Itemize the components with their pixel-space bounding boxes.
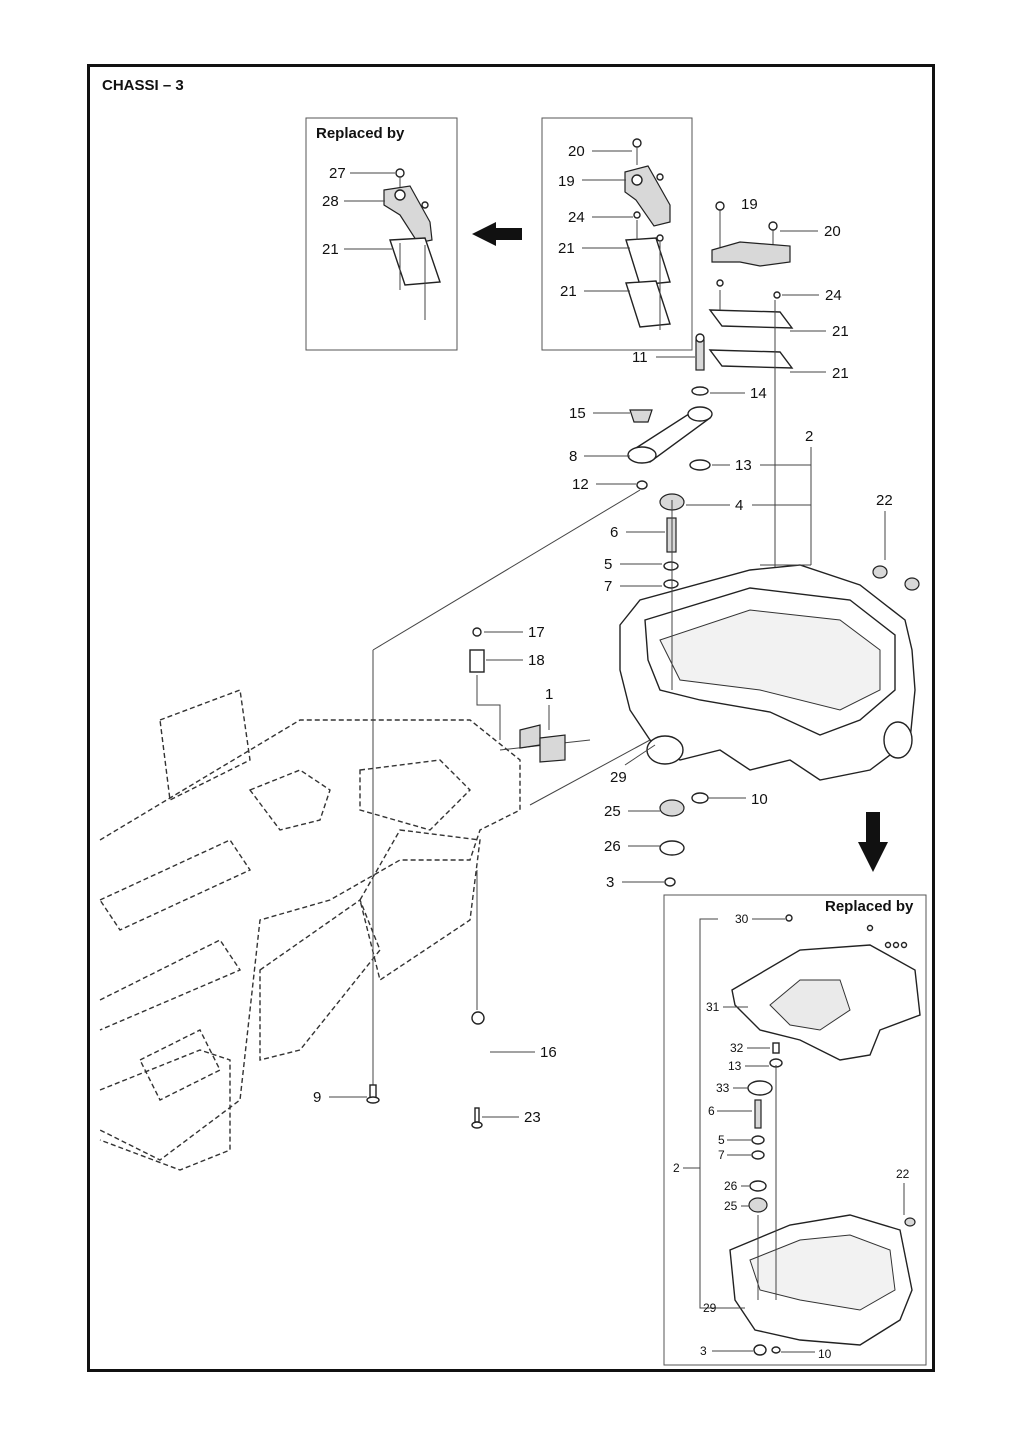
- svg-text:22: 22: [896, 1167, 910, 1181]
- svg-text:5: 5: [718, 1133, 725, 1147]
- diagram-title: CHASSI – 3: [102, 77, 184, 94]
- main-callouts-bottom: 16 9 23: [313, 1044, 557, 1126]
- inset-right-parts: [729, 914, 921, 1356]
- svg-text:3: 3: [606, 874, 614, 891]
- svg-text:10: 10: [818, 1347, 832, 1361]
- svg-text:13: 13: [735, 457, 752, 474]
- svg-text:7: 7: [604, 578, 612, 595]
- svg-text:26: 26: [724, 1179, 738, 1193]
- svg-text:29: 29: [703, 1301, 717, 1315]
- svg-text:8: 8: [569, 448, 577, 465]
- svg-text:7: 7: [718, 1148, 725, 1162]
- svg-text:24: 24: [568, 209, 585, 226]
- svg-text:15: 15: [569, 405, 586, 422]
- svg-text:26: 26: [604, 838, 621, 855]
- svg-text:25: 25: [724, 1199, 738, 1213]
- svg-text:4: 4: [735, 497, 743, 514]
- svg-text:14: 14: [750, 385, 767, 402]
- arrow-down-icon: [858, 812, 888, 872]
- svg-text:21: 21: [832, 323, 849, 340]
- inset-left-heading: Replaced by: [316, 125, 405, 142]
- svg-text:20: 20: [568, 143, 585, 160]
- svg-text:3: 3: [700, 1344, 707, 1358]
- svg-text:32: 32: [730, 1041, 744, 1055]
- svg-text:21: 21: [558, 240, 575, 257]
- svg-text:19: 19: [741, 196, 758, 213]
- diagram-frame: [87, 64, 935, 1372]
- bumper-parts: [469, 627, 566, 763]
- inset-mid-box: [541, 117, 693, 351]
- svg-text:19: 19: [558, 173, 575, 190]
- inset-mid-callouts: 20 19 24 21 21: [558, 143, 633, 300]
- svg-text:27: 27: [329, 165, 346, 182]
- svg-text:10: 10: [751, 791, 768, 808]
- svg-text:31: 31: [706, 1000, 720, 1014]
- inset-right-callouts: 30 31 32 13 33 6 5 7 2 26 25 22 29 3 10: [673, 912, 910, 1361]
- svg-text:1: 1: [545, 686, 553, 703]
- arrow-left-icon: [472, 222, 522, 246]
- inset-right-heading: Replaced by: [825, 898, 914, 915]
- svg-text:21: 21: [322, 241, 339, 258]
- inset-left-box: [305, 117, 458, 351]
- svg-text:12: 12: [572, 476, 589, 493]
- svg-text:11: 11: [632, 349, 648, 366]
- svg-text:17: 17: [528, 624, 545, 641]
- link-arm-parts: [627, 333, 713, 589]
- inset-left-callouts: 27 28 21: [322, 165, 395, 258]
- svg-text:24: 24: [825, 287, 842, 304]
- svg-text:23: 23: [524, 1109, 541, 1126]
- svg-text:6: 6: [708, 1104, 715, 1118]
- svg-text:18: 18: [528, 652, 545, 669]
- svg-text:33: 33: [716, 1081, 730, 1095]
- svg-text:6: 6: [610, 524, 618, 541]
- svg-text:21: 21: [560, 283, 577, 300]
- svg-text:25: 25: [604, 803, 621, 820]
- inset-mid-parts: [624, 138, 671, 330]
- main-callouts-low: 17 18 1 29 25 10 26 3: [484, 624, 768, 891]
- svg-text:20: 20: [824, 223, 841, 240]
- main-callouts-top: 19 20 24 21 21: [741, 196, 849, 382]
- inset-left-parts: [383, 168, 441, 320]
- svg-text:2: 2: [805, 428, 813, 445]
- svg-text:5: 5: [604, 556, 612, 573]
- inset-right-box: [663, 894, 927, 1366]
- mount-block-stack: [708, 201, 794, 740]
- main-callouts-mid: 11 14 15 2 8 13 12 4 22 6 5 7: [569, 349, 893, 595]
- svg-text:13: 13: [728, 1059, 742, 1073]
- svg-text:2: 2: [673, 1161, 680, 1175]
- svg-text:9: 9: [313, 1089, 321, 1106]
- svg-text:28: 28: [322, 193, 339, 210]
- subframe: [619, 500, 920, 887]
- svg-text:22: 22: [876, 492, 893, 509]
- svg-text:21: 21: [832, 365, 849, 382]
- svg-text:30: 30: [735, 912, 749, 926]
- svg-text:29: 29: [610, 769, 627, 786]
- svg-text:16: 16: [540, 1044, 557, 1061]
- u-bar-parts: [306, 489, 641, 1129]
- main-chassis-frame: [98, 689, 651, 1171]
